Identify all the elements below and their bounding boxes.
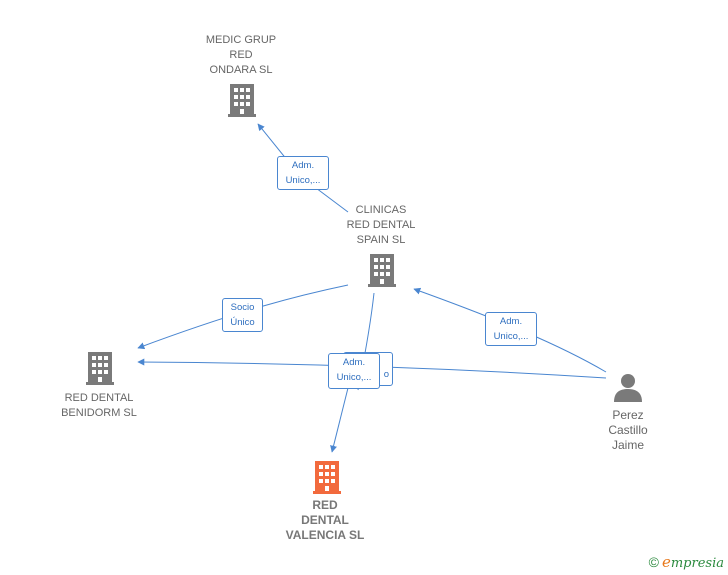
edge-label-clinicas-medic[interactable]: Adm. Unico,... xyxy=(277,156,329,190)
node-label-clinicas[interactable]: CLINICAS RED DENTAL SPAIN SL xyxy=(346,204,416,246)
node-label-benidorm[interactable]: RED DENTAL BENIDORM SL xyxy=(61,392,137,419)
building-icon xyxy=(228,84,256,117)
node-label-perez[interactable]: Perez Castillo Jaime xyxy=(608,408,648,452)
person-icon xyxy=(614,374,642,402)
node-label-medic-grup[interactable]: MEDIC GRUP RED ONDARA SL xyxy=(205,34,277,76)
building-icon xyxy=(86,352,114,385)
building-icon-highlighted xyxy=(313,461,341,494)
edge-label-clinicas-benidorm[interactable]: Socio Único xyxy=(222,298,263,332)
building-icon xyxy=(368,254,396,287)
copyright-icon: © xyxy=(648,554,659,570)
edge-label-to-valencia[interactable]: Adm. Unico,... xyxy=(328,353,380,389)
empresia-logo[interactable]: ©empresia xyxy=(648,553,724,571)
node-label-valencia[interactable]: RED DENTAL VALENCIA SL xyxy=(285,498,365,542)
edge-clinicas-benidorm xyxy=(137,284,349,350)
edge-label-perez-clinicas[interactable]: Adm. Unico,... xyxy=(485,312,537,346)
